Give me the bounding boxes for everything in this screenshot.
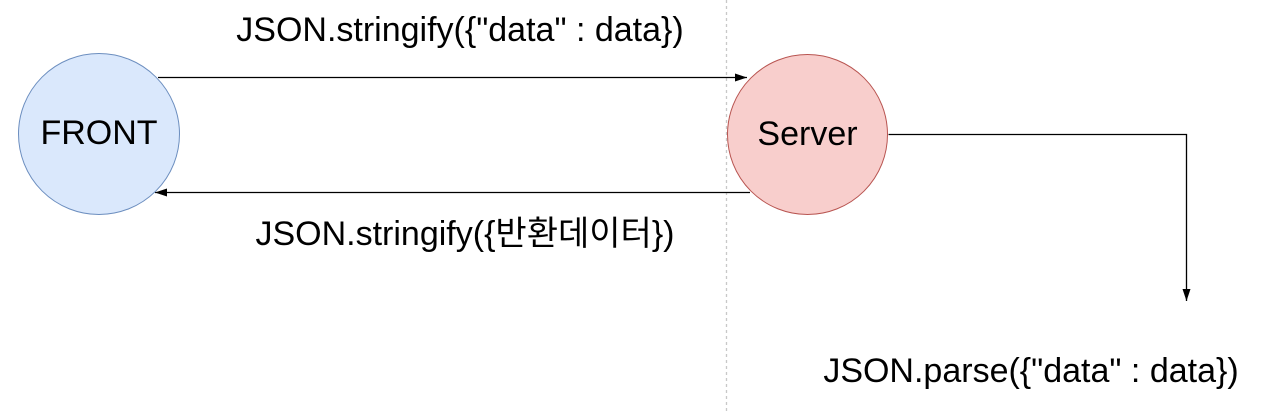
request-edge-label: JSON.stringify({"data" : data}) xyxy=(236,11,684,49)
node-server-label: Server xyxy=(757,114,858,153)
response-edge-label: JSON.stringify({반환데이터}) xyxy=(255,215,675,253)
node-front: FRONT xyxy=(18,53,180,215)
parse-elbow-arrow xyxy=(888,133,1191,301)
parse-edge-label: JSON.parse({"data" : data}) xyxy=(823,352,1239,390)
node-server: Server xyxy=(727,54,888,215)
node-front-label: FRONT xyxy=(40,114,158,153)
